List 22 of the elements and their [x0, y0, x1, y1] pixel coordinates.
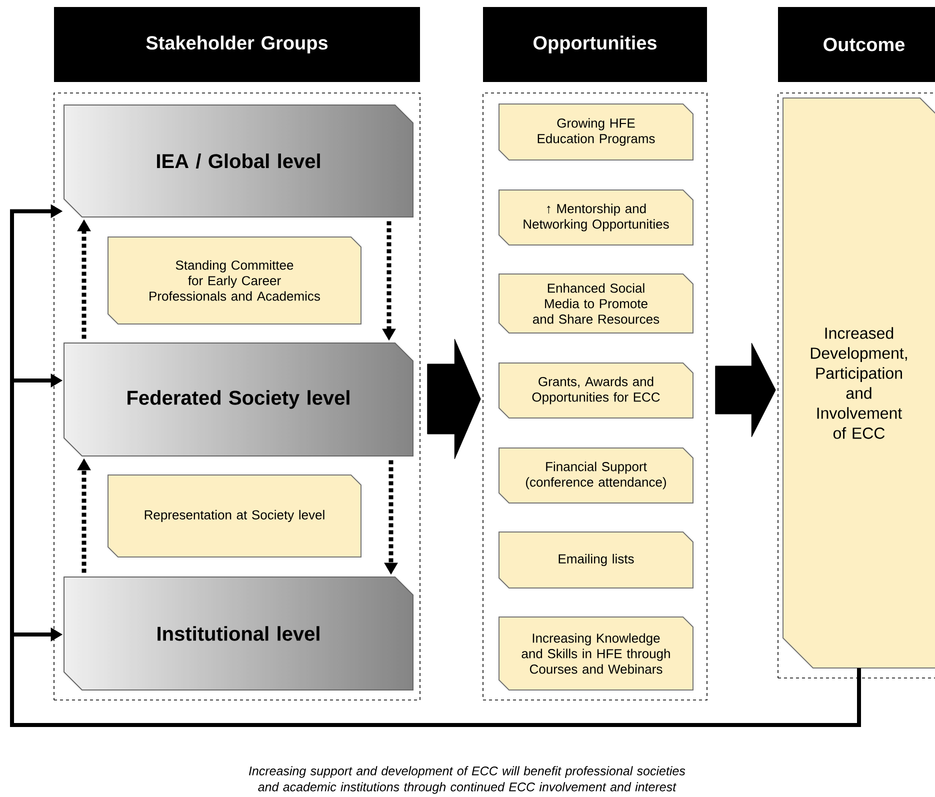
- note-box: Representation at Society level: [108, 474, 362, 558]
- block-arrow: [715, 342, 776, 438]
- dashed-container: [482, 92, 708, 700]
- opportunity-box: Growing HFE Education Programs: [498, 104, 694, 160]
- dashed-container: [54, 92, 420, 700]
- note-box: Standing Committee for Early Career Professionals and Academics: [108, 236, 362, 324]
- opportunity-box: Grants, Awards and Opportunities for ECC: [498, 362, 694, 418]
- feedback-arrow: [10, 628, 861, 727]
- opportunity-box: Emailing lists: [498, 532, 694, 588]
- opportunity-box: Financial Support (conference attendance): [498, 448, 694, 504]
- opportunity-box: Enhanced Social Media to Promote and Share Resources: [498, 274, 694, 334]
- column-header: Outcome: [778, 7, 935, 82]
- level-box: Institutional level: [64, 576, 414, 690]
- opportunity-box: ↑ Mentorship and Networking Opportunities: [498, 190, 694, 246]
- caption: Increasing support and development of ECC will benefit professional societies and academic institutions through continued ECC involvement and interest: [249, 766, 686, 794]
- level-box: IEA / Global level: [64, 104, 414, 218]
- column-header: Opportunities: [483, 7, 707, 82]
- block-arrow: [427, 338, 481, 460]
- column-header: Stakeholder Groups: [54, 7, 420, 82]
- opportunity-box: Increasing Knowledge and Skills in HFE through Courses and Webinars: [498, 616, 694, 690]
- outcome-box: Increased Development, Participation and Involvement of ECC: [782, 98, 935, 668]
- level-box: Federated Society level: [64, 342, 414, 456]
